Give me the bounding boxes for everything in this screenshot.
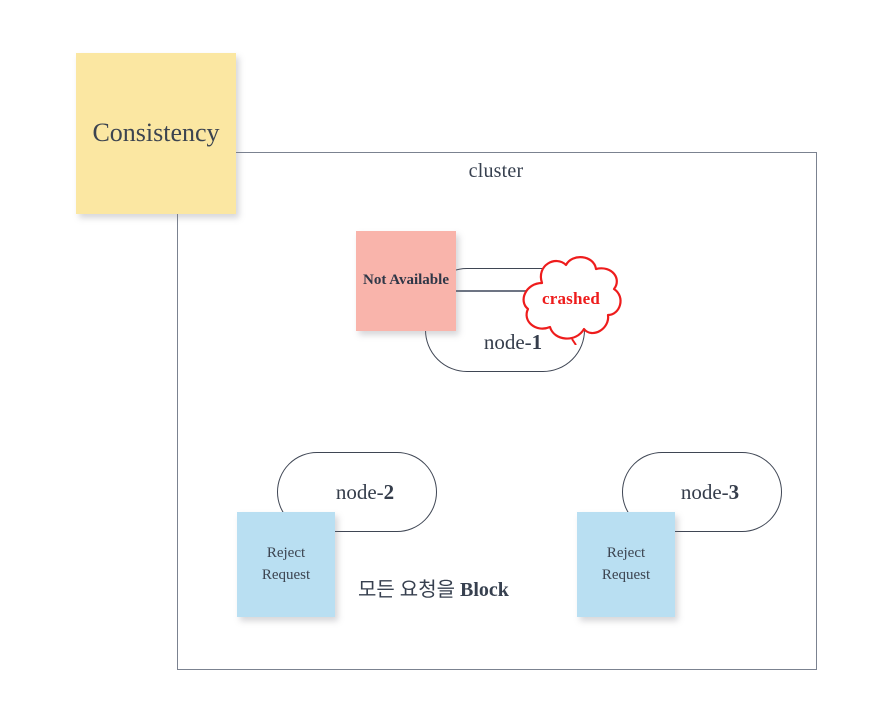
note-not-available[interactable]: Not Available bbox=[356, 231, 456, 331]
node-3-label-prefix: node- bbox=[680, 479, 729, 504]
reject-line-1: Reject bbox=[266, 544, 306, 561]
reject-line-2: Request bbox=[261, 566, 311, 583]
node-1-label: node-1 bbox=[484, 330, 542, 355]
caption-emphasis: Block bbox=[460, 579, 509, 601]
node-1-label-suffix: 1 bbox=[531, 329, 543, 354]
crashed-balloon[interactable]: crashed bbox=[516, 253, 626, 345]
node-3-label: node-3 bbox=[681, 480, 739, 505]
caption-korean: 모든 요청을 bbox=[358, 579, 460, 601]
note-not-available-text: Not Available bbox=[363, 272, 449, 289]
node-2-label-suffix: 2 bbox=[383, 479, 395, 504]
cluster-container bbox=[177, 152, 817, 670]
node-3-label-suffix: 3 bbox=[728, 479, 740, 504]
cluster-label: cluster bbox=[468, 160, 524, 182]
cloud-icon bbox=[522, 256, 622, 345]
connector-not-available-to-cloud bbox=[452, 290, 526, 292]
note-consistency[interactable]: Consistency bbox=[76, 53, 236, 214]
crashed-balloon-text: crashed bbox=[541, 289, 601, 308]
reject-line-2: Request bbox=[601, 566, 651, 583]
node-2-label-prefix: node- bbox=[335, 479, 384, 504]
node-1-label-prefix: node- bbox=[483, 329, 532, 354]
node-2-label: node-2 bbox=[336, 480, 394, 505]
reject-line-1: Reject bbox=[606, 544, 646, 561]
note-consistency-text: Consistency bbox=[92, 118, 220, 148]
block-all-requests-caption: 모든 요청을 Block bbox=[358, 573, 509, 602]
